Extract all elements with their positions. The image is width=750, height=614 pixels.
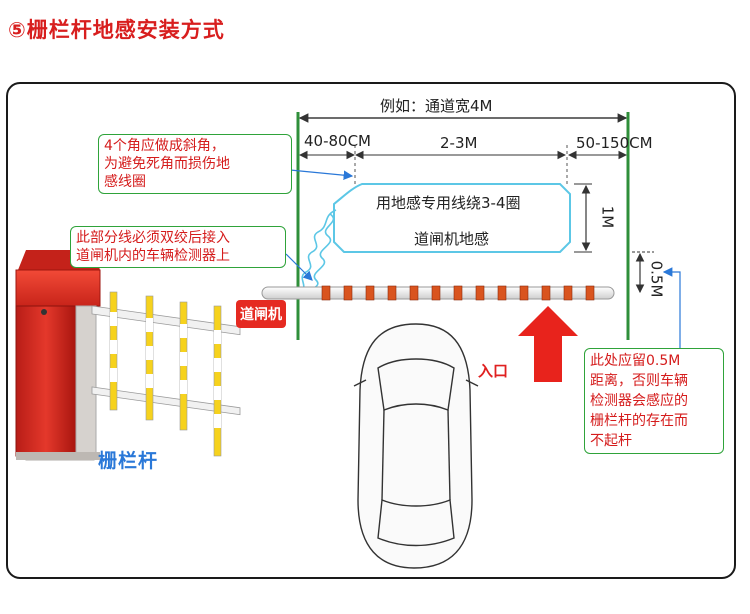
loop-height-dimension <box>574 183 592 253</box>
gate-machine-tag: 道闸机 <box>236 300 286 328</box>
right-gap-label: 50-150CM <box>576 134 653 152</box>
entrance-arrow <box>518 306 578 382</box>
page-title: ⑤栅栏杆地感安装方式 <box>8 18 225 42</box>
note-distance-line: 栅栏杆的存在而 <box>590 413 688 429</box>
barrier-cabinet <box>15 250 101 461</box>
loop-offset-label: 0.5M <box>647 260 666 298</box>
note-distance: 此处应留0.5M 距离，否则车辆 检测器会感应的 栅栏杆的存在而 不起杆 <box>584 348 724 454</box>
loop-height-label: 1M <box>598 205 617 229</box>
road-width-label: 例如：通道宽4M <box>380 97 493 115</box>
pointer-lines <box>285 169 681 348</box>
segment-dimensions <box>298 145 628 185</box>
car-top-view <box>353 323 479 569</box>
barrier-label: 栅栏杆 <box>98 450 159 472</box>
loop-text-gate: 道闸机地感 <box>414 230 490 248</box>
note-twisted-line: 此部分线必须双绞后接入 <box>76 230 230 246</box>
note-corners: 4个角应做成斜角， 为避免死角而损伤地 感线圈 <box>98 134 292 194</box>
loop-offset-dimension <box>632 251 654 294</box>
note-corners-line: 为避免死角而损伤地 <box>104 156 230 172</box>
note-distance-line: 检测器会感应的 <box>590 393 688 409</box>
note-corners-line: 4个角应做成斜角， <box>104 138 225 154</box>
boom-arm <box>261 285 615 301</box>
note-distance-line: 此处应留0.5M <box>590 353 681 369</box>
loop-text-winding: 用地感专用线绕3-4圈 <box>376 194 521 212</box>
note-twisted-line: 道闸机内的车辆检测器上 <box>76 248 230 264</box>
fence-barrier <box>91 291 241 457</box>
note-twisted-wire: 此部分线必须双绞后接入 道闸机内的车辆检测器上 <box>70 226 286 268</box>
note-corners-line: 感线圈 <box>104 174 146 190</box>
middle-length-label: 2-3M <box>440 134 478 152</box>
note-distance-line: 距离，否则车辆 <box>590 373 688 389</box>
twisted-wire <box>299 209 337 296</box>
entrance-label: 入口 <box>478 362 509 380</box>
note-distance-line: 不起杆 <box>590 433 632 449</box>
induction-loop <box>333 183 571 253</box>
diagram-frame <box>6 82 736 579</box>
left-gap-label: 40-80CM <box>304 132 372 150</box>
